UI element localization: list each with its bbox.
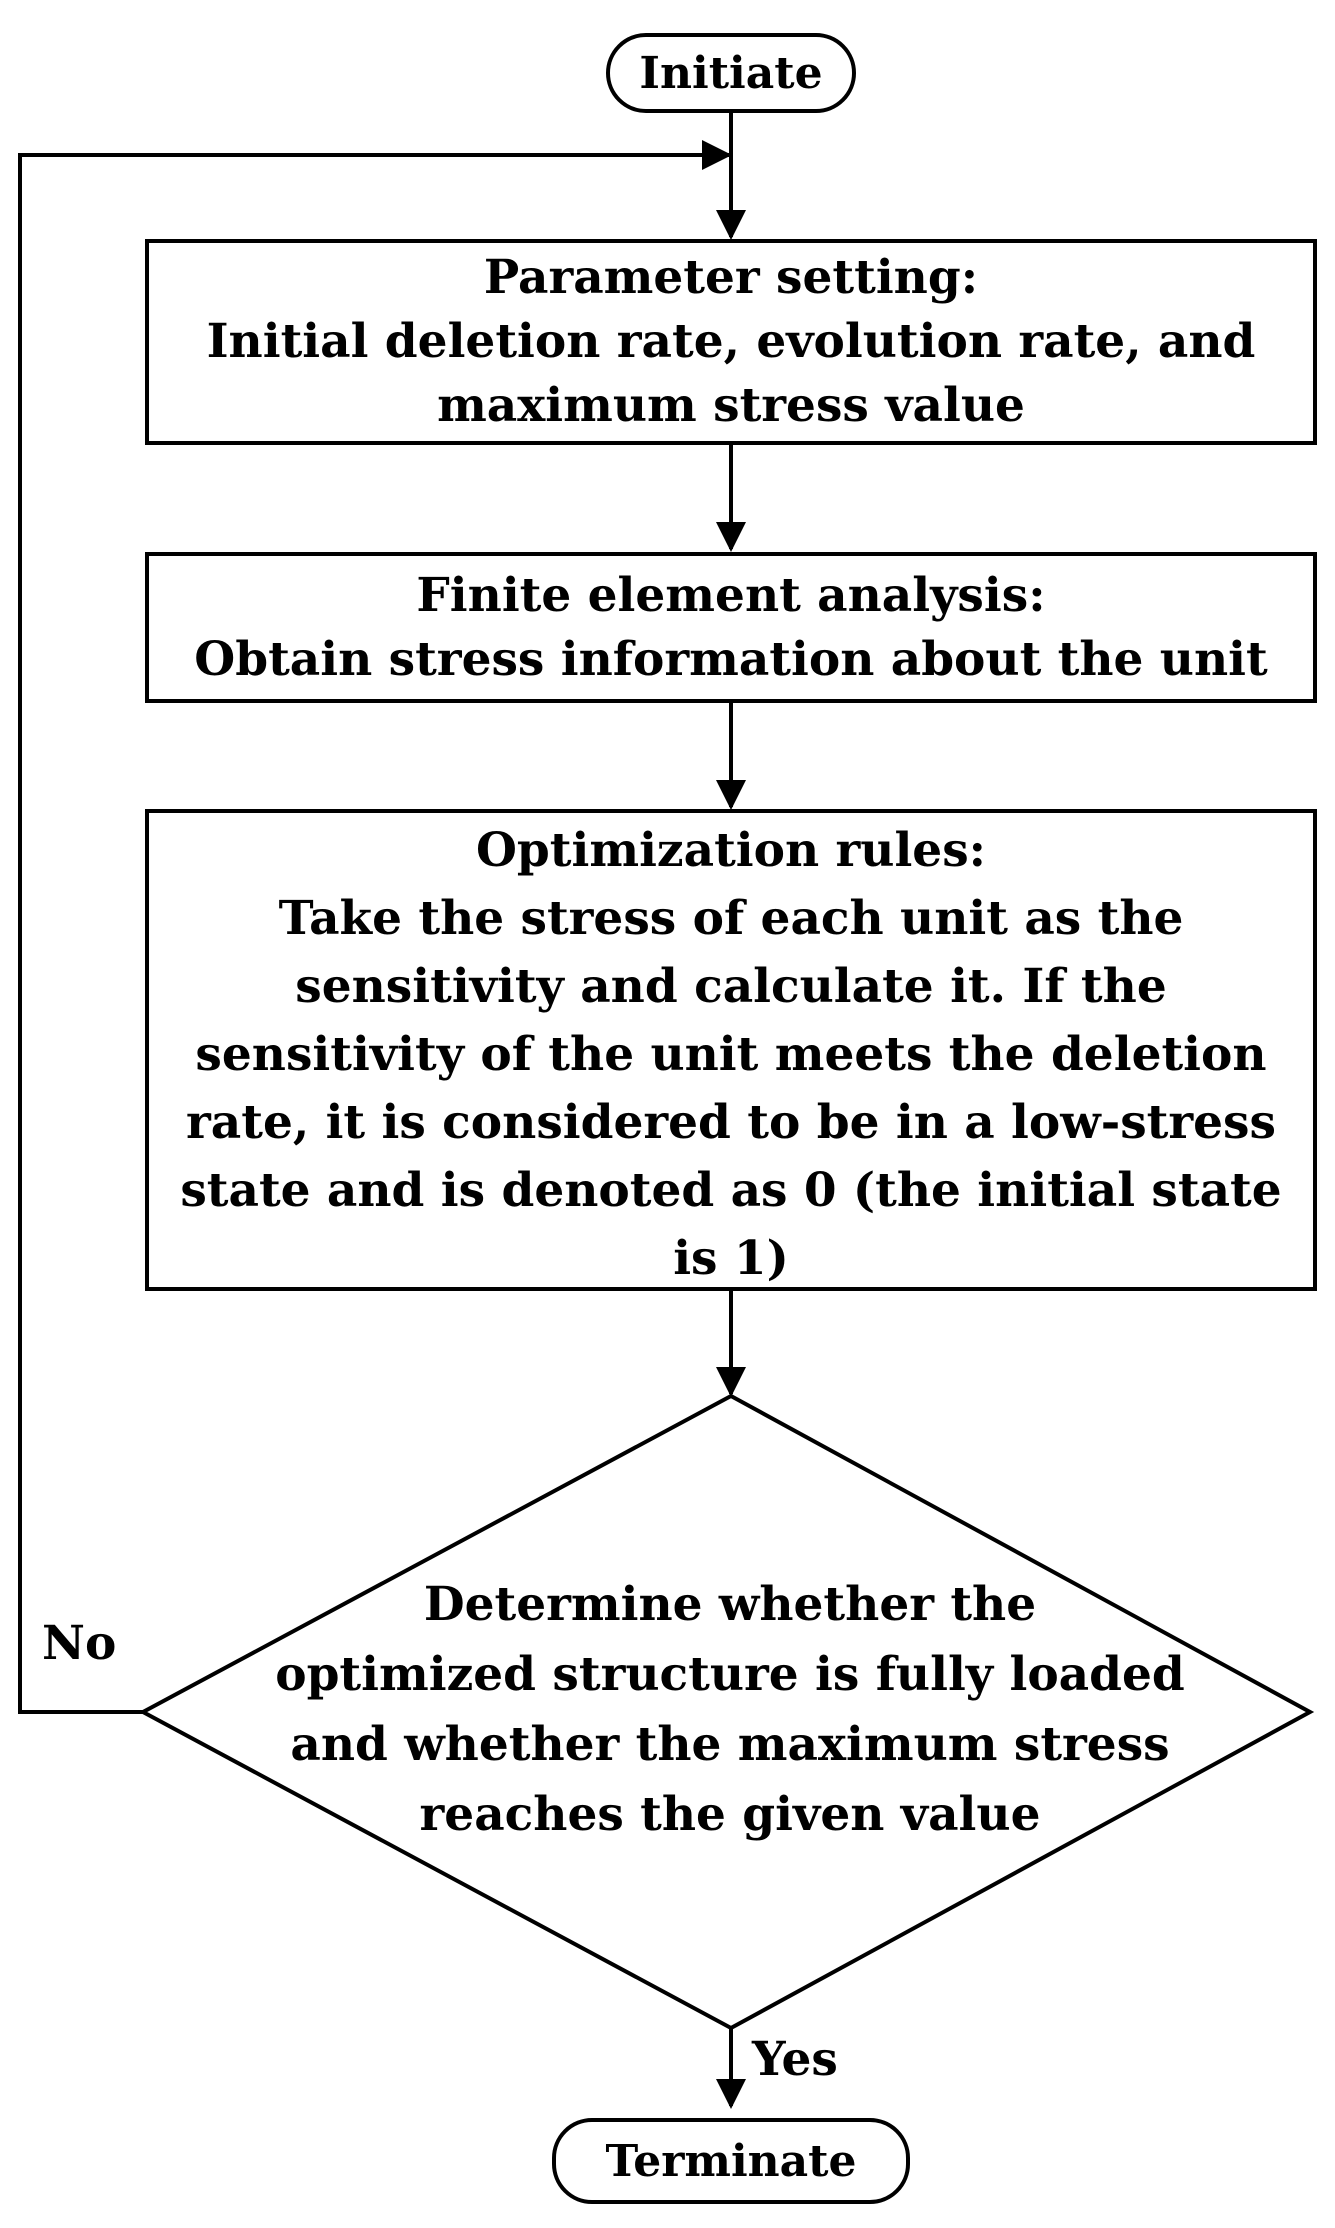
decision-text: Determine whether the optimized structur… [230, 1570, 1230, 1850]
arrow-no-loop [18, 140, 732, 1714]
fea-box: Finite element analysis: Obtain stress i… [145, 552, 1317, 703]
start-label: Initiate [639, 47, 823, 99]
decision-line: and whether the maximum stress [290, 1717, 1170, 1772]
end-terminal: Terminate [552, 2118, 910, 2204]
optimization-line: is 1) [673, 1231, 789, 1286]
parameter-setting-title: Parameter setting: [483, 250, 979, 305]
fea-title: Finite element analysis: [416, 567, 1046, 623]
decision-line: Determine whether the [423, 1577, 1037, 1632]
optimization-line: sensitivity and calculate it. If the [295, 959, 1167, 1014]
optimization-box: Optimization rules: Take the stress of e… [145, 809, 1317, 1291]
optimization-line: sensitivity of the unit meets the deleti… [195, 1027, 1267, 1082]
parameter-setting-line: maximum stress value [437, 378, 1025, 433]
parameter-setting-box: Parameter setting: Initial deletion rate… [145, 239, 1317, 445]
optimization-line: rate, it is considered to be in a low-st… [186, 1095, 1276, 1150]
optimization-line: Take the stress of each unit as the [278, 891, 1184, 946]
decision-line: optimized structure is fully loaded [275, 1647, 1185, 1702]
optimization-title: Optimization rules: [475, 823, 987, 878]
start-terminal: Initiate [606, 33, 856, 113]
no-label: No [42, 1616, 117, 1671]
end-label: Terminate [605, 2135, 857, 2187]
optimization-line: state and is denoted as 0 (the initial s… [180, 1163, 1282, 1218]
decision-line: reaches the given value [419, 1787, 1041, 1842]
yes-label: Yes [752, 2032, 838, 2087]
parameter-setting-line: Initial deletion rate, evolution rate, a… [206, 314, 1256, 369]
fea-line: Obtain stress information about the unit [194, 631, 1268, 687]
